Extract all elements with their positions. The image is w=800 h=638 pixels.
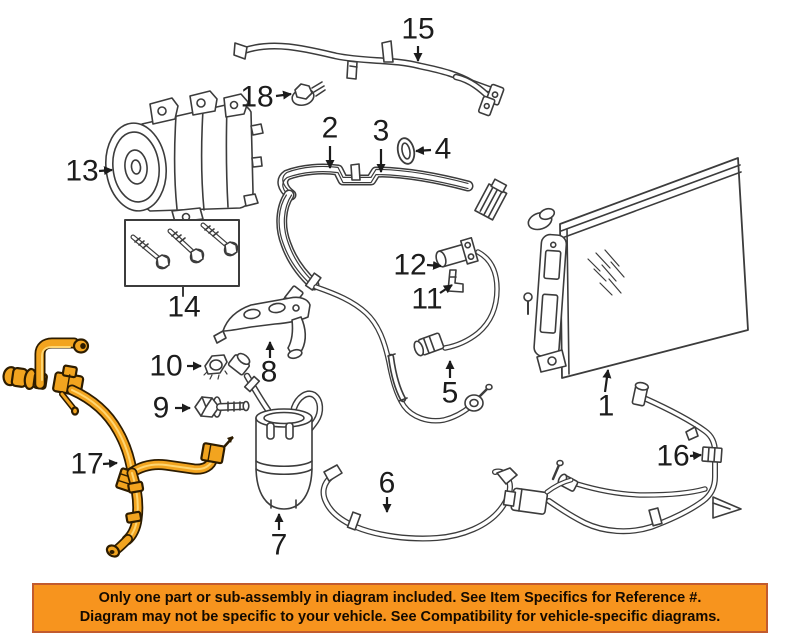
part-16-union-joint	[701, 446, 723, 464]
condenser-receiver-drier	[533, 233, 568, 358]
callout-number-13: 13	[65, 155, 98, 188]
callout-number-4: 4	[435, 133, 452, 166]
callout-number-7: 7	[271, 529, 288, 562]
callout-4: 4	[415, 133, 452, 166]
part-2-3-line-bundle	[276, 137, 508, 424]
callout-10: 10	[149, 350, 202, 383]
part-7-accumulator	[227, 352, 324, 510]
callout-number-5: 5	[442, 377, 459, 410]
callout-arrow-13	[98, 166, 113, 176]
line-end-connector	[474, 178, 508, 221]
callout-arrow-18	[275, 90, 292, 100]
part-18-bolt	[291, 81, 326, 107]
part-13-compressor	[105, 90, 264, 223]
callout-number-1: 1	[598, 390, 615, 423]
callout-7: 7	[271, 513, 288, 562]
callout-11: 11	[411, 283, 453, 316]
disclaimer-line-1: Only one part or sub-assembly in diagram…	[98, 590, 702, 606]
callout-6: 6	[379, 467, 396, 513]
part-4-grommet	[396, 137, 416, 165]
part-8-bracket	[213, 296, 311, 360]
callout-number-10: 10	[149, 350, 182, 383]
callout-arrow-4	[415, 145, 432, 155]
callout-number-8: 8	[261, 356, 278, 389]
callout-18: 18	[240, 81, 292, 114]
callout-13: 13	[65, 155, 113, 188]
callout-number-9: 9	[153, 392, 170, 425]
disclaimer-banner: Only one part or sub-assembly in diagram…	[32, 583, 768, 633]
callout-5: 5	[442, 360, 459, 410]
callout-arrow-11	[439, 284, 453, 294]
part-17-highlighted-hose	[2, 337, 234, 558]
part-1-condenser	[523, 157, 749, 379]
part-10-nut	[203, 354, 228, 380]
callout-17: 17	[70, 448, 118, 481]
part-14-bolt-kit	[124, 219, 240, 297]
part-15-tube-assembly	[233, 40, 505, 117]
callout-number-17: 17	[70, 448, 103, 481]
callout-arrow-1	[602, 369, 612, 393]
callout-1: 1	[598, 369, 615, 423]
callout-number-16: 16	[656, 440, 689, 473]
callout-arrow-17	[102, 459, 118, 469]
part-9-bolt	[194, 396, 250, 418]
callout-8: 8	[261, 341, 278, 389]
callout-9: 9	[153, 392, 191, 425]
callout-12: 12	[393, 249, 442, 282]
disclaimer-line-2: Diagram may not be specific to your vehi…	[79, 609, 721, 625]
callout-number-14: 14	[167, 291, 200, 324]
callout-number-15: 15	[401, 13, 434, 46]
callout-arrow-16	[689, 451, 702, 461]
compressor-pulley	[105, 122, 167, 212]
callout-15: 15	[401, 13, 435, 62]
callout-arrow-12	[426, 260, 442, 270]
callout-14: 14	[167, 291, 200, 324]
callout-number-2: 2	[322, 112, 339, 145]
callout-16: 16	[656, 440, 702, 473]
callout-number-6: 6	[379, 467, 396, 500]
part-16-pipe-assembly	[502, 381, 742, 535]
callout-number-3: 3	[373, 115, 390, 148]
callout-number-11: 11	[411, 283, 442, 316]
part-6-hose	[320, 464, 518, 542]
callout-3: 3	[373, 115, 390, 173]
callout-number-18: 18	[240, 81, 273, 114]
callout-2: 2	[322, 112, 339, 169]
callout-number-12: 12	[393, 249, 426, 282]
